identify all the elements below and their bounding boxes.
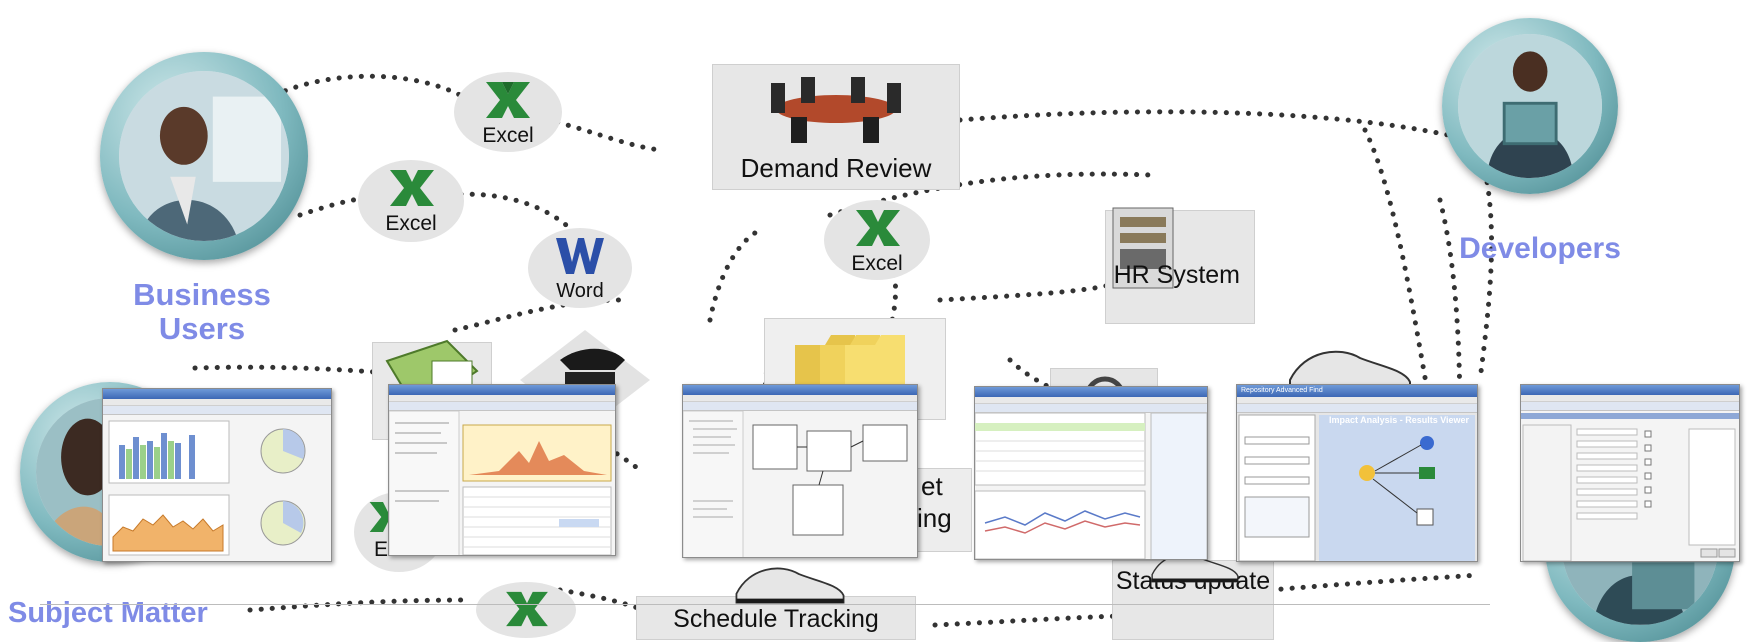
dashboard-screenshot [102,388,332,562]
excel-node-3-label: Excel [851,252,903,275]
schedule-tracking-label: Schedule Tracking [673,605,879,633]
path-excel1-review [522,112,663,153]
path-dev-down-3 [1362,127,1443,463]
form-editor-screenshot [1520,384,1740,562]
subject-matter-label: Subject Matter [8,597,208,629]
excel-node-1: Excel [454,72,562,152]
planning-screenshot [388,384,616,556]
path-dev-down-2 [1437,197,1463,443]
path-sme-excel4 [247,597,473,613]
excel-icon [390,170,434,206]
excel-node-4-label: E [374,538,389,561]
path-status-right [1267,572,1483,593]
running-shoe-icon [735,567,845,604]
budget-fragment-node: et ing [910,468,972,552]
path-folders-excel3 [707,227,763,323]
path-excel3-down [857,217,899,333]
excel-node-5 [476,582,576,638]
data-model-view [683,410,908,557]
developer-photo-icon [1457,33,1603,179]
server-icon [1112,207,1174,289]
excel-node-3: Excel [824,200,930,280]
path-business-excel1 [272,73,463,98]
word-node: Word [528,228,632,308]
data-model-screenshot [682,384,918,558]
excel-icon [486,82,530,118]
planning-view [389,410,612,555]
tracking-fragment-label: ing [917,503,952,533]
demand-review-label: Demand Review [740,153,932,183]
hr-system-label: HR System [1113,261,1240,289]
excel-icon [856,210,900,246]
business-user-photo-icon [118,70,290,242]
form-editor-view [1521,413,1739,561]
path-schedule-status [932,613,1123,628]
dashboard-charts [108,420,306,556]
business-users-label: Business Users [133,277,271,347]
excel-node-2: Excel [358,160,464,242]
impact-analysis-title: Impact Analysis - Results Viewer [1329,415,1470,425]
excel-node-1-label: Excel [482,124,534,147]
forecast-view [975,412,1207,559]
developers-label: Developers [1459,232,1621,265]
forecast-screenshot [974,386,1208,560]
business-users-avatar [100,52,308,260]
path-business-excel2 [297,195,368,218]
path-dev-down-1 [1477,147,1495,383]
path-folders-hr [937,282,1113,303]
path-sme-tools [192,364,378,375]
repository-find-screenshot: Repository Advanced Find Impact Analysis… [1236,384,1478,562]
word-node-label: Word [556,280,604,302]
bottom-rule [40,604,1490,605]
meeting-table-icon [771,77,901,143]
excel-icon [506,591,548,627]
repository-window-title: Repository Advanced Find [1241,387,1323,394]
budget-fragment-label: et [921,471,943,501]
developers-avatar [1442,18,1618,194]
hr-system-node: HR System [1105,207,1255,324]
demand-review-node: Demand Review [712,64,960,190]
excel-node-2-label: Excel [385,212,437,235]
word-icon [556,238,604,274]
repository-find-view [1238,414,1475,561]
path-review-dev [957,109,1473,143]
